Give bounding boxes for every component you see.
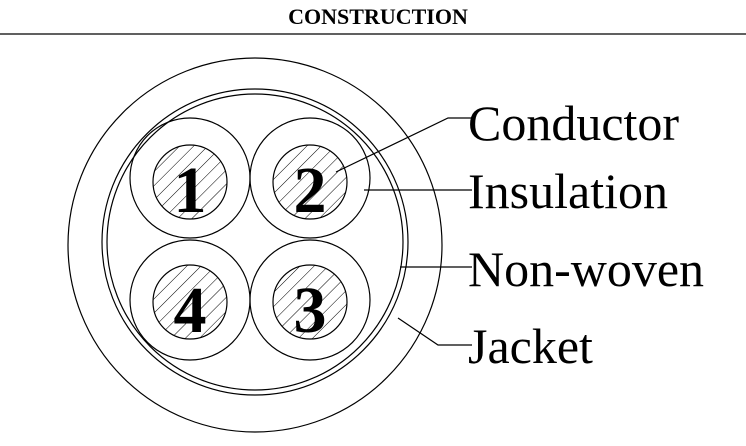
conductor-leader-line [335,117,472,173]
insulation-label: Insulation [468,163,668,219]
jacket-leader-line [397,317,472,346]
core-2-insulation [249,117,371,239]
core-1-number: 1 [174,154,207,227]
core-4-number: 4 [174,274,207,347]
jacket-label: Jacket [468,318,593,374]
diagram-title: CONSTRUCTION [288,4,468,29]
core-4: 4 [129,239,251,361]
core-2-conductor [272,144,348,220]
core-1-conductor [152,144,228,220]
conductor-label: Conductor [468,95,679,151]
core-3: 3 [249,239,371,361]
core-3-number: 3 [294,274,327,347]
core-1: 1 [129,117,251,239]
core-2-number: 2 [294,154,327,227]
core-2: 2 [249,117,371,239]
core-4-conductor [152,264,228,340]
jacket-circle [67,57,443,433]
nonwoven-outer-ring [101,88,409,396]
nonwoven-label: Non-woven [468,241,704,297]
nonwoven-inner-ring [106,93,404,391]
core-3-conductor [272,264,348,340]
core-4-insulation [129,239,251,361]
